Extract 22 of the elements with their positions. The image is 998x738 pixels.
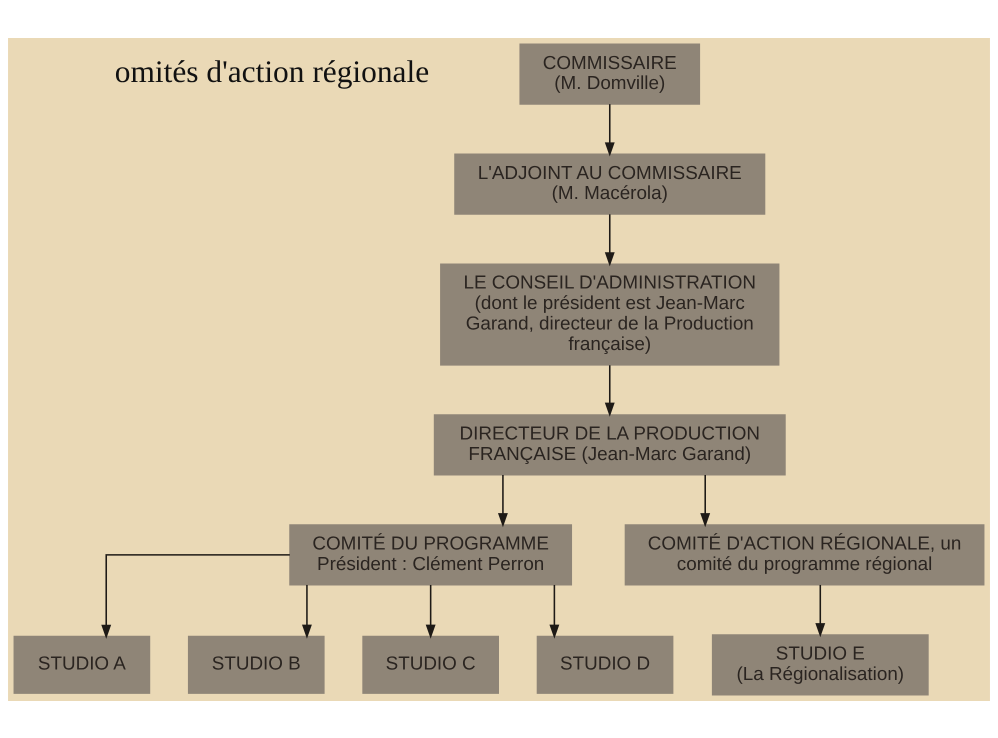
node-box: STUDIO A — [14, 635, 150, 694]
node-box: STUDIO D — [536, 635, 674, 694]
arrow — [101, 554, 290, 638]
arrow — [426, 584, 436, 638]
node-box: L'ADJOINT AU COMMISSAIRE (M. Macérola) — [454, 152, 766, 214]
node-box: STUDIO B — [188, 635, 325, 694]
node-box: STUDIO E (La Régionalisation) — [712, 634, 929, 695]
arrow — [604, 214, 615, 266]
arrow — [700, 474, 710, 527]
arrow — [498, 474, 508, 527]
node-box: COMITÉ D'ACTION RÉGIONALE, un comité du programme régional — [624, 524, 984, 586]
node-box: STUDIO C — [362, 635, 499, 694]
arrow — [604, 364, 615, 416]
arrow — [549, 584, 560, 638]
arrow — [604, 104, 615, 156]
arrow — [302, 584, 312, 638]
label: omités d'action régionale — [114, 53, 430, 88]
arrow — [815, 584, 826, 637]
node-box: COMITÉ DU PROGRAMME Président : Clément Perron — [289, 524, 572, 586]
node-box: LE CONSEIL D'ADMINISTRATION (dont le président est Jean-Marc Garand, directeur de la Production française) — [440, 262, 780, 366]
node-box: DIRECTEUR DE LA PRODUCTION FRANÇAISE (Jean-Marc Garand) — [434, 414, 786, 476]
node-box: COMMISSAIRE (M. Domville) — [519, 43, 700, 104]
